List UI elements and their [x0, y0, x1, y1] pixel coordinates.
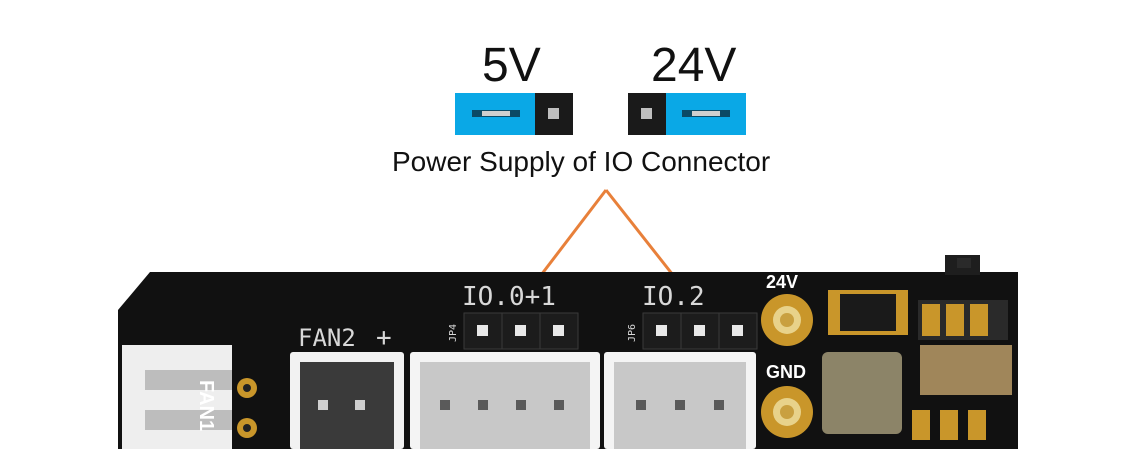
- header-jp4: [463, 312, 579, 350]
- silk-24v: 24V: [766, 272, 798, 292]
- silk-jp6: JP6: [627, 324, 638, 342]
- silk-fan1: FAN1: [195, 380, 217, 431]
- silk-io-2: IO.2: [642, 282, 705, 312]
- component-cluster: [822, 290, 1012, 440]
- silk-fan2-plus: +: [376, 323, 392, 353]
- pad-gnd: [761, 386, 813, 438]
- jumper-24v-label: 24V: [651, 39, 737, 92]
- pad-24v: [761, 294, 813, 346]
- connector-fan2: [290, 352, 404, 449]
- jumper-24v-diagram: [628, 93, 746, 135]
- silk-fan2: FAN2: [298, 324, 356, 352]
- connector-io-2: [604, 352, 756, 449]
- jumper-5v-diagram: [455, 93, 573, 135]
- silk-io-01: IO.0+1: [462, 282, 556, 312]
- silk-gnd: GND: [766, 362, 806, 382]
- caption-io-power-supply: Power Supply of IO Connector: [392, 146, 771, 177]
- connector-io-01: [410, 352, 600, 449]
- connector-fan1: [122, 345, 257, 449]
- silk-jp4: JP4: [448, 324, 459, 342]
- jumper-5v-label: 5V: [482, 39, 541, 92]
- header-jp6: [642, 312, 758, 350]
